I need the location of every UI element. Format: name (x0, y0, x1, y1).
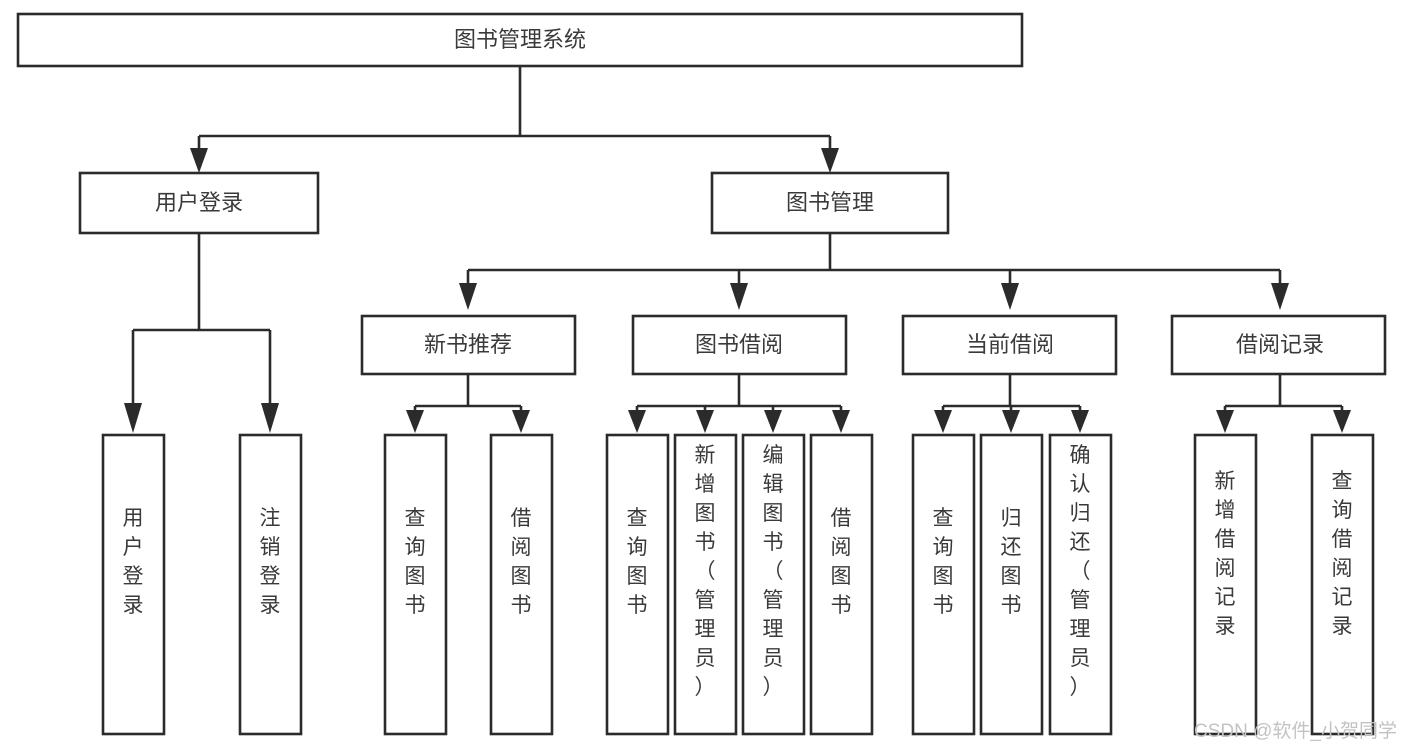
arrow-head-leaf-user-login (124, 403, 142, 433)
arrow-head-current-borrow (1001, 283, 1019, 310)
node-book-manage[interactable]: 图书管理 (710, 171, 950, 235)
leaf-borrow-book-1-box[interactable] (489, 433, 554, 736)
leaf-query-book-2-label: 查询图书 (627, 507, 648, 617)
leaf-borrow-book-1-label: 借阅图书 (511, 507, 532, 617)
arrow-head-leaf-add-book (696, 410, 714, 433)
arrow-head-user-login (190, 148, 208, 173)
arrow-head-borrow-record (1271, 283, 1289, 310)
arrow-head-leaf-edit-book (764, 410, 782, 433)
leaf-return-book[interactable]: 归还图书 (979, 433, 1044, 736)
node-root-box[interactable] (16, 12, 1024, 68)
leaf-borrow-book-2-box[interactable] (809, 433, 874, 736)
leaf-add-book-box[interactable] (673, 433, 738, 736)
leaf-query-record-box[interactable] (1310, 433, 1375, 736)
arrow-head-leaf-query-book-3 (934, 410, 952, 433)
node-book-manage-box[interactable] (710, 171, 950, 235)
node-current-borrow-label: 当前借阅 (966, 332, 1054, 357)
arrow-head-leaf-borrow-book-1 (512, 410, 530, 433)
leaf-query-book-1[interactable]: 查询图书 (383, 433, 448, 736)
node-borrow-record-box[interactable] (1170, 314, 1387, 376)
leaf-add-book[interactable]: 新增图书（管理员） (673, 433, 738, 736)
leaf-confirm-return[interactable]: 确认归还（管理员） (1048, 433, 1113, 736)
leaf-user-login[interactable]: 用户登录 (101, 433, 166, 736)
connector-group-book-manage (459, 233, 1289, 310)
connector-group-current-borrow (934, 374, 1089, 433)
leaf-edit-book[interactable]: 编辑图书（管理员） (741, 433, 806, 736)
leaf-borrow-book-2-label: 借阅图书 (831, 507, 852, 617)
leaf-query-book-2-box[interactable] (605, 433, 670, 736)
leaf-return-book-box[interactable] (979, 433, 1044, 736)
arrow-head-leaf-query-book-2 (628, 410, 646, 433)
leaf-add-record-box[interactable] (1193, 433, 1258, 736)
connector-group-user-login (124, 233, 279, 433)
leaf-edit-book-label: 编辑图书（管理员） (763, 444, 784, 699)
leaf-query-book-3-box[interactable] (911, 433, 976, 736)
arrow-head-leaf-query-record (1333, 410, 1351, 433)
node-book-borrow[interactable]: 图书借阅 (631, 314, 848, 376)
node-book-borrow-box[interactable] (631, 314, 848, 376)
connector-group-book-borrow (628, 374, 850, 433)
node-new-book-recommend-box[interactable] (360, 314, 577, 376)
leaf-query-record[interactable]: 查询借阅记录 (1310, 433, 1375, 736)
node-current-borrow-box[interactable] (901, 314, 1118, 376)
arrow-head-book-manage (821, 148, 839, 173)
node-borrow-record-label: 借阅记录 (1236, 332, 1324, 357)
arrow-head-leaf-query-book-1 (406, 410, 424, 433)
arrow-head-leaf-logout (261, 403, 279, 433)
arrow-head-leaf-add-record (1216, 410, 1234, 433)
arrow-head-book-borrow (730, 283, 748, 310)
leaf-add-record-label: 新增借阅记录 (1215, 470, 1236, 638)
leaf-query-book-1-label: 查询图书 (405, 507, 426, 617)
leaf-query-record-label: 查询借阅记录 (1332, 470, 1353, 638)
node-root[interactable]: 图书管理系统 (16, 12, 1024, 68)
leaf-confirm-return-label: 确认归还（管理员） (1070, 444, 1091, 699)
node-user-login-label: 用户登录 (155, 190, 243, 215)
leaf-add-book-label: 新增图书（管理员） (695, 444, 716, 699)
leaf-user-login-label: 用户登录 (123, 507, 144, 617)
node-root-label: 图书管理系统 (454, 27, 586, 52)
leaf-query-book-1-box[interactable] (383, 433, 448, 736)
leaf-return-book-label: 归还图书 (1001, 507, 1022, 617)
arrow-head-leaf-borrow-book-2 (832, 410, 850, 433)
connector-group-new-book-recommend (406, 374, 530, 433)
leaf-query-book-3[interactable]: 查询图书 (911, 433, 976, 736)
connector-group-borrow-record (1216, 374, 1351, 433)
node-user-login[interactable]: 用户登录 (78, 171, 320, 235)
arrow-head-leaf-return-book (1002, 410, 1020, 433)
arrow-head-leaf-confirm-return (1071, 410, 1089, 433)
connector-group-root (190, 66, 839, 173)
leaf-borrow-book-2[interactable]: 借阅图书 (809, 433, 874, 736)
leaf-query-book-2[interactable]: 查询图书 (605, 433, 670, 736)
leaf-logout-box[interactable] (238, 433, 303, 736)
leaf-logout[interactable]: 注销登录 (238, 433, 303, 736)
leaf-user-login-box[interactable] (101, 433, 166, 736)
node-book-manage-label: 图书管理 (786, 190, 874, 215)
leaf-query-book-3-label: 查询图书 (933, 507, 954, 617)
node-new-book-recommend-label: 新书推荐 (424, 332, 512, 357)
node-user-login-box[interactable] (78, 171, 320, 235)
csdn-watermark: CSDN @软件_小贺同学 (1194, 721, 1397, 742)
node-new-book-recommend[interactable]: 新书推荐 (360, 314, 577, 376)
leaf-confirm-return-box[interactable] (1048, 433, 1113, 736)
node-borrow-record[interactable]: 借阅记录 (1170, 314, 1387, 376)
leaf-borrow-book-1[interactable]: 借阅图书 (489, 433, 554, 736)
arrow-head-new-book-recommend (459, 283, 477, 310)
leaf-logout-label: 注销登录 (260, 507, 281, 617)
leaf-edit-book-box[interactable] (741, 433, 806, 736)
node-book-borrow-label: 图书借阅 (695, 332, 783, 357)
leaf-add-record[interactable]: 新增借阅记录 (1193, 433, 1258, 736)
node-current-borrow[interactable]: 当前借阅 (901, 314, 1118, 376)
